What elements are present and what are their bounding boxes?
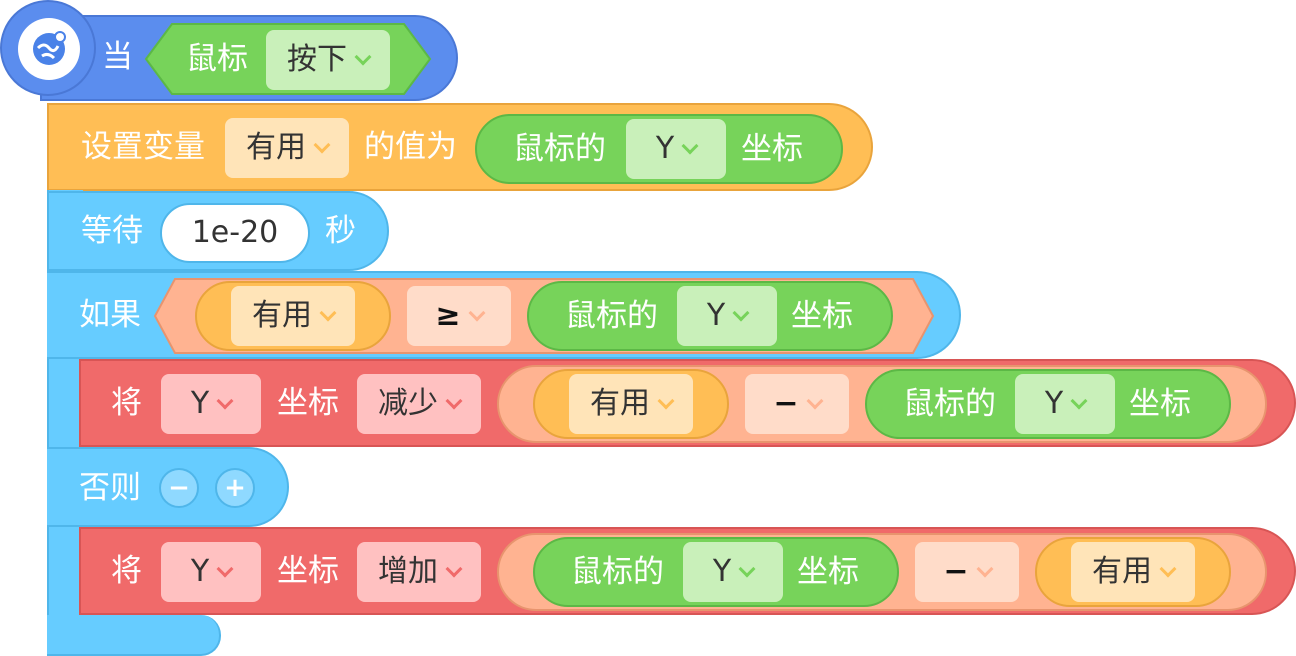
chevron-down-icon: [806, 392, 824, 410]
comparison-condition[interactable]: 有用 ≥ 鼠标的 Y 坐标: [153, 277, 935, 355]
else-block-header: 否则 − +: [47, 447, 289, 527]
axis-dropdown-value: Y: [712, 554, 732, 589]
chevron-down-icon: [657, 392, 675, 410]
axis-dropdown-value: Y: [190, 554, 210, 589]
change-mode-dropdown[interactable]: 减少: [357, 374, 481, 434]
chevron-down-icon: [216, 392, 234, 410]
chevron-down-icon: [216, 560, 234, 578]
remove-else-button[interactable]: −: [159, 468, 199, 508]
variable-dropdown-value: 有用: [246, 130, 306, 165]
chevron-down-icon: [468, 304, 486, 322]
axis-dropdown[interactable]: Y: [677, 286, 777, 346]
control-block-bottom: [47, 615, 221, 656]
change-position-block-1[interactable]: 将 Y 坐标 减少 有用 − 鼠标的 Y 坐标: [79, 359, 1296, 447]
axis-dropdown-value: Y: [655, 131, 675, 166]
axis-dropdown[interactable]: Y: [161, 542, 261, 602]
set-value-label: 的值为: [364, 129, 457, 165]
axis-dropdown[interactable]: Y: [626, 119, 726, 179]
wait-unit: 秒: [325, 213, 356, 249]
if-label: 如果: [79, 297, 141, 333]
mouse-event-reporter[interactable]: 鼠标 按下: [144, 22, 432, 96]
variable-dropdown[interactable]: 有用: [225, 118, 349, 178]
variable-dropdown[interactable]: 有用: [1071, 542, 1195, 602]
operator-value: −: [943, 554, 969, 589]
chevron-down-icon: [732, 304, 750, 322]
mouse-action-dropdown[interactable]: 按下: [266, 30, 390, 90]
globe-satellite-icon: [18, 18, 80, 80]
add-else-button[interactable]: +: [215, 468, 255, 508]
axis-dropdown[interactable]: Y: [683, 542, 783, 602]
change-mode-dropdown[interactable]: 增加: [357, 542, 481, 602]
event-label: 当: [102, 39, 133, 75]
axis-dropdown-value: Y: [706, 298, 726, 333]
reporter-suffix: 坐标: [797, 554, 859, 590]
chevron-down-icon: [976, 560, 994, 578]
set-variable-label: 设置变量: [81, 129, 205, 165]
variable-dropdown-value: 有用: [1092, 554, 1152, 589]
axis-dropdown[interactable]: Y: [161, 374, 261, 434]
variable-dropdown-value: 有用: [252, 298, 312, 333]
chevron-down-icon: [1159, 560, 1177, 578]
variable-dropdown[interactable]: 有用: [231, 286, 355, 346]
reporter-prefix: 鼠标的: [565, 298, 658, 334]
reporter-prefix: 鼠标的: [513, 131, 606, 167]
change-position-block-2[interactable]: 将 Y 坐标 增加 鼠标的 Y 坐标 − 有用: [79, 527, 1296, 615]
chevron-down-icon: [681, 137, 699, 155]
change-mode-value: 减少: [378, 386, 438, 421]
else-label: 否则: [79, 470, 141, 506]
axis-dropdown[interactable]: Y: [1015, 374, 1115, 434]
chevron-down-icon: [319, 304, 337, 322]
change-mode-value: 增加: [378, 554, 438, 589]
chevron-down-icon: [738, 560, 756, 578]
event-block[interactable]: 当 鼠标 按下: [0, 0, 460, 101]
operator-dropdown[interactable]: −: [745, 374, 849, 434]
mouse-y-reporter[interactable]: 鼠标的 Y 坐标: [475, 114, 843, 184]
variable-reporter[interactable]: 有用: [533, 369, 729, 439]
chevron-down-icon: [445, 560, 463, 578]
plus-icon: +: [224, 473, 246, 503]
variable-reporter[interactable]: 有用: [195, 281, 391, 351]
variable-reporter[interactable]: 有用: [1035, 537, 1231, 607]
wait-block[interactable]: 等待 1e-20 秒: [47, 191, 389, 271]
operator-dropdown[interactable]: ≥: [407, 286, 511, 346]
subtraction-reporter[interactable]: 鼠标的 Y 坐标 − 有用: [497, 533, 1267, 611]
variable-dropdown-value: 有用: [590, 386, 650, 421]
axis-suffix: 坐标: [277, 385, 339, 421]
set-variable-block[interactable]: 设置变量 有用 的值为 鼠标的 Y 坐标: [47, 103, 873, 191]
axis-suffix: 坐标: [277, 553, 339, 589]
chevron-down-icon: [445, 392, 463, 410]
mouse-action-value: 按下: [287, 42, 347, 77]
mouse-sensor-label: 鼠标: [186, 41, 248, 77]
reporter-prefix: 鼠标的: [903, 386, 996, 422]
change-label: 将: [111, 553, 142, 589]
reporter-prefix: 鼠标的: [571, 554, 664, 590]
reporter-suffix: 坐标: [1129, 386, 1191, 422]
operator-dropdown[interactable]: −: [915, 542, 1019, 602]
mouse-y-reporter[interactable]: 鼠标的 Y 坐标: [865, 369, 1231, 439]
change-label: 将: [111, 385, 142, 421]
reporter-suffix: 坐标: [741, 131, 803, 167]
if-block-header[interactable]: 如果 有用 ≥ 鼠标的 Y 坐标: [47, 271, 961, 359]
mouse-y-reporter[interactable]: 鼠标的 Y 坐标: [533, 537, 899, 607]
chevron-down-icon: [313, 136, 331, 154]
subtraction-reporter[interactable]: 有用 − 鼠标的 Y 坐标: [497, 365, 1267, 443]
minus-icon: −: [168, 473, 190, 503]
wait-duration-input[interactable]: 1e-20: [160, 203, 310, 263]
reporter-suffix: 坐标: [791, 298, 853, 334]
chevron-down-icon: [1070, 392, 1088, 410]
chevron-down-icon: [354, 48, 372, 66]
variable-dropdown[interactable]: 有用: [569, 374, 693, 434]
wait-label: 等待: [81, 213, 143, 249]
axis-dropdown-value: Y: [190, 386, 210, 421]
mouse-y-reporter[interactable]: 鼠标的 Y 坐标: [527, 281, 893, 351]
operator-value: ≥: [435, 298, 461, 333]
wait-duration-value: 1e-20: [191, 215, 279, 250]
operator-value: −: [773, 386, 799, 421]
axis-dropdown-value: Y: [1044, 386, 1064, 421]
